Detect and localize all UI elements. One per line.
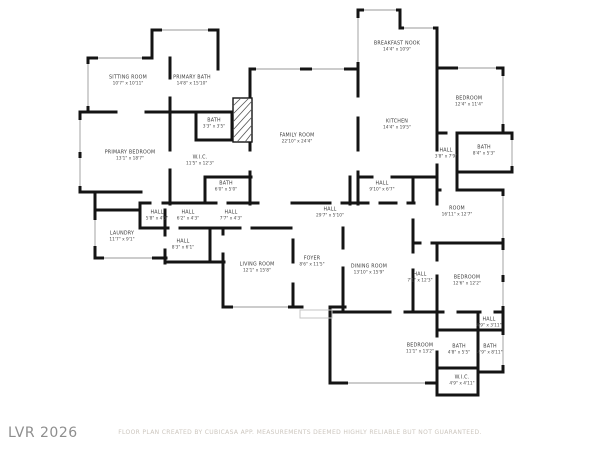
room-dims: 4'9" x 8'11" [477,350,502,356]
room-dims: 14'4" x 19'5" [383,125,411,131]
room-dims: 22'10" x 24'4" [282,139,313,145]
room-name: BEDROOM [454,275,480,281]
room-dims: 7'1" x 12'3" [407,278,432,284]
room-name: BATH [452,344,466,350]
room-dims: 13'1" x 18'7" [116,156,144,162]
room-dims: 12'6" x 12'2" [453,281,481,287]
room-name: BATH [219,181,233,187]
room-dims: 11'7" x 9'1" [109,237,134,243]
room-name: PRIMARY BATH [173,75,211,81]
room-dims: 3'3" x 3'5" [203,124,226,130]
room-dims: 11'1" x 13'2" [406,349,434,355]
room-name: BATH [483,344,497,350]
room-name: HALL [150,210,163,216]
stairs-hatch [232,97,253,143]
room-name: HALL [176,239,189,245]
window-glass [79,9,513,384]
room-name: ROOM [449,206,465,212]
room-name: BATH [207,118,221,124]
room-name: LAUNDRY [110,231,134,237]
room-name: PRIMARY BEDROOM [105,150,156,156]
room-dims: 4'8" x 5'5" [448,350,471,356]
room-dims: 9'10" x 6'7" [369,187,394,193]
room-name: FAMILY ROOM [280,133,315,139]
room-name: SITTING ROOM [109,75,147,81]
window-gaps [77,7,515,386]
room-name: HALL [413,272,426,278]
room-name: BREAKFAST NOOK [374,41,421,47]
watermark-text: LVR 2026 [8,425,78,441]
disclaimer-text: FLOOR PLAN CREATED BY CUBICASA APP. MEAS… [118,429,482,436]
room-name: FOYER [304,256,321,262]
room-dims: 12'1" x 15'8" [243,268,271,274]
room-dims: 12'4" x 11'4" [455,102,483,108]
room-name: DINING ROOM [351,264,387,270]
room-dims: 8'6" x 11'5" [299,262,324,268]
room-name: HALL [375,181,388,187]
room-dims: 7'7" x 4'3" [220,216,243,222]
room-name: HALL [181,210,194,216]
room-label-wic-primary: W.I.C.11'5" x 12'3" [186,155,214,167]
room-dims: 4'9" x 4'11" [449,381,474,387]
room-dims: 11'5" x 12'3" [186,161,214,167]
room-name: HALL [439,148,452,154]
room-dims: 13'10" x 15'9" [354,270,385,276]
room-dims: 10'7" x 10'11" [113,81,144,87]
room-label-wic-2: W.I.C.4'9" x 4'11" [449,375,474,387]
room-dims: 29'7" x 5'10" [316,213,344,219]
room-name: BEDROOM [456,96,482,102]
room-name: KITCHEN [386,119,408,125]
room-name: LIVING ROOM [240,262,275,268]
room-name: BATH [477,145,491,151]
room-name: BEDROOM [407,343,433,349]
room-name: HALL [482,317,495,323]
room-name: HALL [323,207,336,213]
room-dims: 14'8" x 15'10" [177,81,208,87]
room-dims: 8'3" x 6'1" [172,245,195,251]
room-dims: 4'9" x 3'11" [476,323,501,329]
room-dims: 6'0" x 5'0" [215,187,238,193]
room-dims: 16'11" x 12'7" [442,212,473,218]
room-name: W.I.C. [455,375,470,381]
room-dims: 5'8" x 4'3" [146,216,169,222]
room-dims: 14'4" x 10'9" [383,47,411,53]
room-dims: 8'4" x 5'3" [473,151,496,157]
room-name: W.I.C. [193,155,208,161]
room-dims: 6'2" x 4'3" [177,216,200,222]
room-dims: 3'8" x 7'9" [435,154,458,160]
entry-porch [299,309,333,319]
room-name: HALL [224,210,237,216]
